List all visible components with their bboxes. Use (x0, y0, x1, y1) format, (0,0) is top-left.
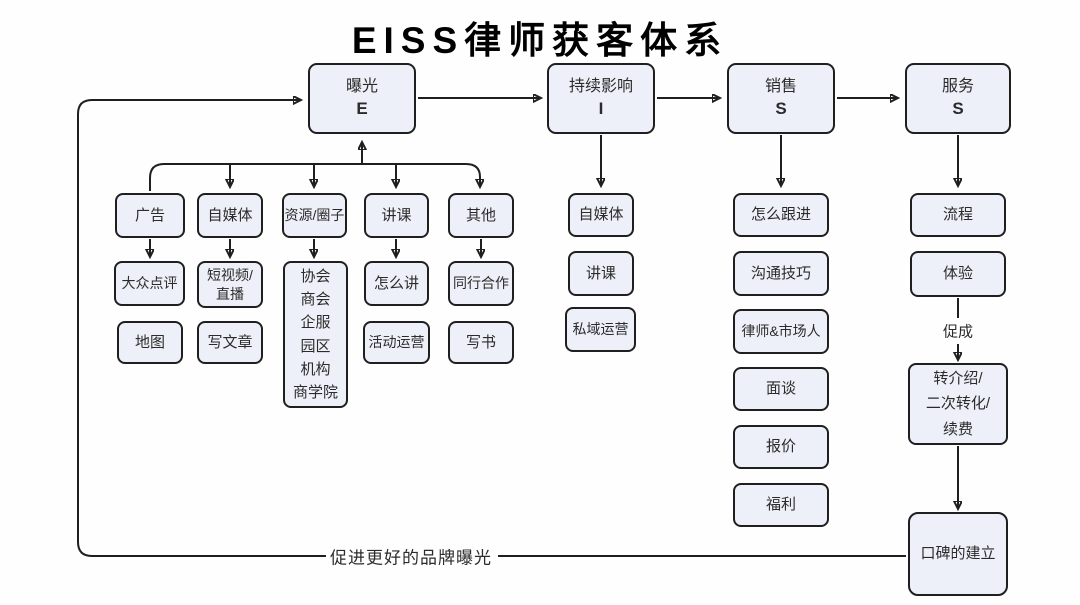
service-experience: 体验 (910, 251, 1006, 297)
node-maps: 地图 (117, 321, 183, 364)
node-event-operations: 活动运营 (363, 321, 430, 364)
edge-label-facilitate: 促成 (942, 323, 974, 341)
stage-exposure: 曝光 E (308, 63, 416, 134)
node-associations-list: 协会 商会 企服 园区 机构 商学院 (283, 261, 348, 408)
service-process: 流程 (910, 193, 1006, 237)
node-short-video-live: 短视频/ 直播 (197, 261, 263, 308)
sales-interview: 面谈 (733, 367, 829, 411)
sales-quotation: 报价 (733, 425, 829, 469)
stage-service: 服务 S (905, 63, 1011, 134)
stage-sales-label: 销售 (764, 78, 797, 96)
stage-sales-letter: S (775, 98, 787, 118)
channel-lectures: 讲课 (364, 193, 429, 238)
node-write-articles: 写文章 (197, 321, 263, 364)
stage-sales: 销售 S (727, 63, 835, 134)
channel-ads: 广告 (115, 193, 185, 238)
sales-communication-skills: 沟通技巧 (733, 251, 829, 296)
channel-others: 其他 (448, 193, 514, 238)
stage-service-letter: S (952, 98, 964, 118)
sales-follow-up: 怎么跟进 (733, 193, 829, 237)
sales-lawyer-marketer: 律师&市场人 (733, 309, 829, 354)
influence-private-domain: 私域运营 (565, 307, 636, 352)
node-dianping-reviews: 大众点评 (114, 261, 185, 306)
node-how-to-teach: 怎么讲 (364, 261, 429, 306)
sales-benefits: 福利 (733, 483, 829, 527)
node-peer-cooperation: 同行合作 (448, 261, 514, 306)
node-referral-renewal: 转介绍/ 二次转化/ 续费 (908, 363, 1008, 445)
stage-influence: 持续影响 I (547, 63, 655, 134)
feedback-loop-label: 促进更好的品牌曝光 (330, 548, 492, 568)
influence-lectures: 讲课 (568, 251, 634, 296)
stage-influence-letter: I (598, 98, 604, 118)
stage-service-label: 服务 (941, 78, 974, 96)
diagram-title: EISS律师获客体系 (351, 20, 729, 61)
influence-self-media: 自媒体 (568, 193, 634, 237)
stage-exposure-letter: E (356, 98, 368, 118)
stage-exposure-label: 曝光 (345, 78, 378, 96)
stage-influence-label: 持续影响 (568, 78, 633, 96)
channel-resources-circles: 资源/圈子 (282, 193, 347, 238)
node-reputation: 口碑的建立 (908, 512, 1008, 596)
channel-self-media: 自媒体 (197, 193, 263, 238)
node-write-book: 写书 (448, 321, 514, 364)
